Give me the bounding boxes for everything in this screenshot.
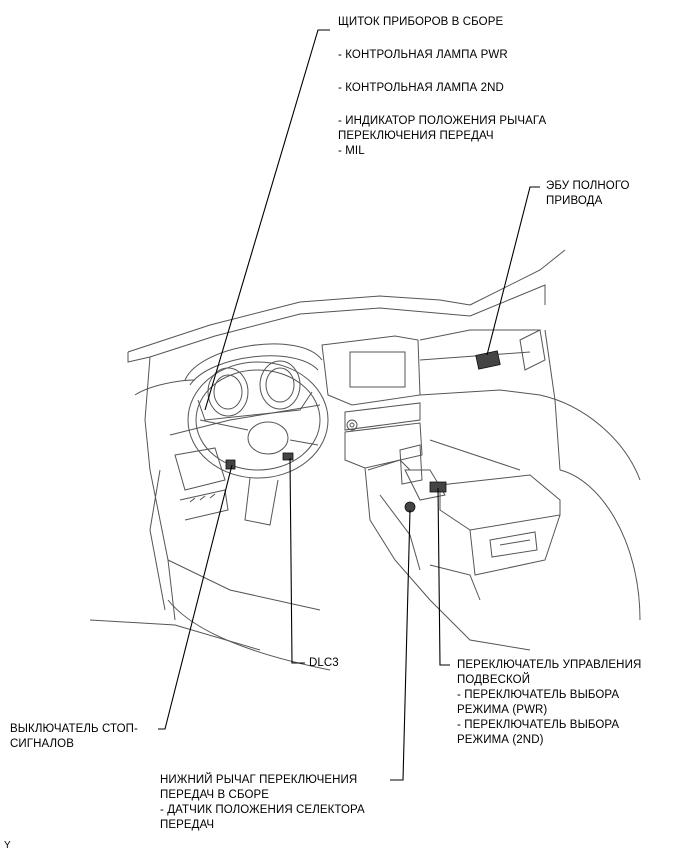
cluster-item-pwr: - КОНТРОЛЬНАЯ ЛАМПА PWR xyxy=(338,49,508,61)
shift-lever-label: НИЖНИЙ РЫЧАГ ПЕРЕКЛЮЧЕНИЯ ПЕРЕДАЧ В СБОР… xyxy=(160,774,365,831)
cluster-title: ЩИТОК ПРИБОРОВ В СБОРЕ xyxy=(338,16,504,28)
stop-switch-label: ВЫКЛЮЧАТЕЛЬ СТОП- СИГНАЛОВ xyxy=(10,723,138,750)
ecu-part xyxy=(475,350,501,370)
cluster-item-2nd: - КОНТРОЛЬНАЯ ЛАМПА 2ND xyxy=(338,82,504,94)
corner-mark: Y xyxy=(4,840,11,851)
leader-cluster xyxy=(204,29,330,411)
leader-ecu xyxy=(486,186,540,356)
leader-shift xyxy=(390,509,411,781)
leader-dlc3 xyxy=(289,457,305,664)
dashboard-drawing xyxy=(89,249,641,671)
leader-lines xyxy=(158,29,540,781)
leader-suspension xyxy=(437,487,450,666)
ecu-label: ЭБУ ПОЛНОГО ПРИВОДА xyxy=(546,180,630,207)
cluster-item-indicator: - ИНДИКАТОР ПОЛОЖЕНИЯ РЫЧАГА ПЕРЕКЛЮЧЕНИ… xyxy=(338,115,547,157)
suspension-label: ПЕРЕКЛЮЧАТЕЛЬ УПРАВЛЕНИЯ ПОДВЕСКОЙ - ПЕР… xyxy=(457,659,642,746)
leader-stop xyxy=(158,464,233,730)
cluster-label: ЩИТОК ПРИБОРОВ В СБОРЕ xyxy=(338,15,503,30)
dlc3-part xyxy=(282,452,294,461)
stop-switch-part xyxy=(225,459,236,470)
dlc3-label: DLC3 xyxy=(309,657,339,669)
